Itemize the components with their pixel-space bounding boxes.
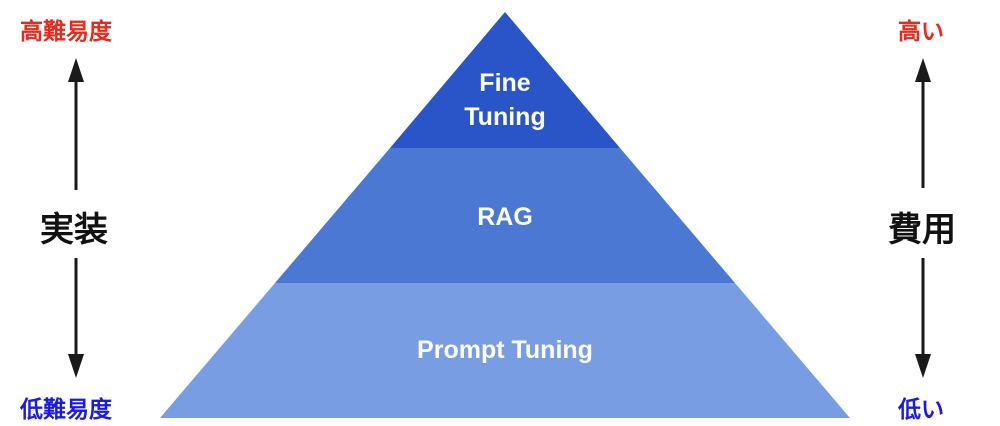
tier-label-rag: RAG: [477, 203, 533, 231]
tier-label-fine-line2: Tuning: [464, 103, 545, 131]
tier-rag: [275, 148, 735, 283]
left-axis-title: 実装: [40, 210, 108, 250]
right-top-label: 高い: [898, 19, 944, 45]
left-up-arrow-icon: [68, 58, 84, 190]
tier-label-fine-line1: Fine: [479, 69, 530, 97]
right-bottom-label: 低い: [898, 397, 944, 423]
tier-prompt-tuning: [160, 283, 850, 418]
tier-label-prompt-tuning: Prompt Tuning: [417, 336, 593, 364]
left-bottom-label: 低難易度: [20, 397, 112, 423]
left-down-arrow-icon: [68, 258, 84, 378]
left-top-label: 高難易度: [20, 19, 112, 45]
tier-fine-tuning: [390, 12, 620, 148]
right-up-arrow-icon: [915, 58, 931, 188]
right-down-arrow-icon: [915, 258, 931, 378]
right-axis-title: 費用: [888, 210, 956, 250]
